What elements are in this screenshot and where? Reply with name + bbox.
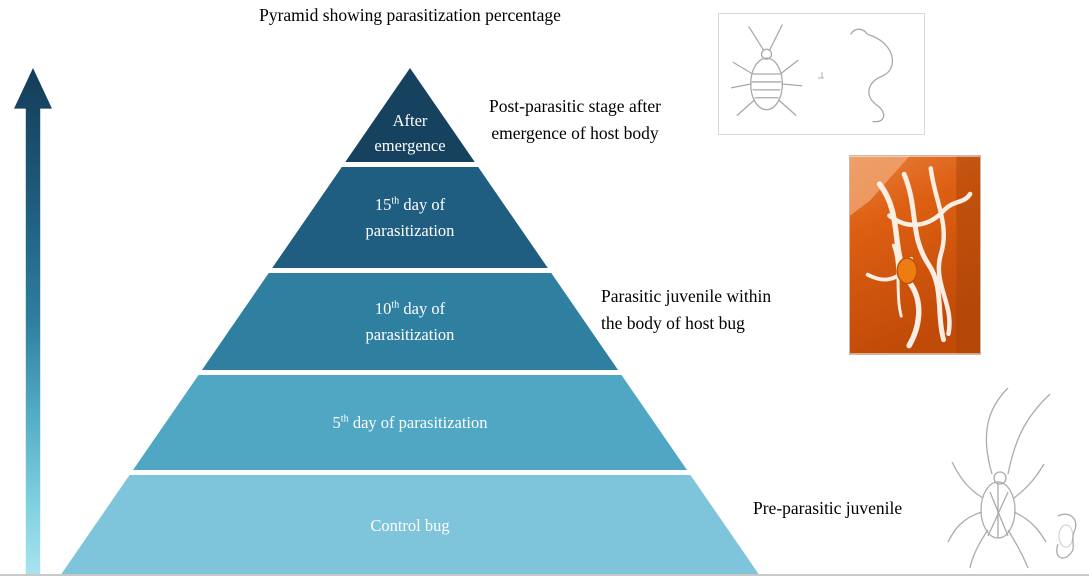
tier-label-line: emergence	[374, 136, 446, 156]
page-title: Pyramid showing parasitization percentag…	[259, 5, 561, 25]
annotation-pre-parasitic: Pre-parasitic juvenile	[753, 495, 973, 522]
tier-label-line: 5th day of parasitization	[332, 412, 488, 432]
annotation-line: Post-parasitic stage after	[488, 96, 662, 116]
tier-day-10: 10th day of parasitization	[201, 273, 619, 370]
tier-label-line: 15th day of	[374, 194, 446, 214]
tier-control-bug: Control bug	[60, 475, 760, 576]
annotation-line: emergence of host body	[491, 123, 659, 144]
ordinal-superscript: th	[340, 413, 349, 425]
tier-day-15: 15th day of parasitization	[272, 167, 548, 268]
tier-label: 15th day of parasitization	[366, 192, 455, 243]
emerged-parasite-sketch-image	[718, 13, 925, 135]
tier-label-line: parasitization	[365, 220, 455, 240]
tier-label-line: parasitization	[365, 324, 455, 344]
tier-label: After emergence	[374, 108, 445, 159]
tier-label: Control bug	[370, 513, 449, 539]
host-bug-sketch-image	[930, 378, 1087, 572]
gradient-up-arrow	[14, 68, 52, 576]
ordinal-superscript: th	[391, 299, 400, 311]
tier-label-line: Control bug	[370, 515, 450, 535]
tier-label: 10th day of parasitization	[366, 296, 455, 347]
parasitization-pyramid: After emergence 15th day of parasitizati…	[60, 68, 760, 576]
annotation-line: the body of host bug	[601, 313, 745, 334]
annotation-line: Parasitic juvenile within	[601, 286, 772, 306]
bottom-rule	[0, 574, 1089, 576]
tier-label-line: 10th day of	[374, 298, 446, 318]
annotation-post-parasitic: Post-parasitic stage after emergence of …	[455, 93, 695, 147]
ordinal-superscript: th	[391, 195, 400, 207]
tier-day-5: 5th day of parasitization	[133, 375, 687, 470]
annotation-parasitic-juvenile: Parasitic juvenile within the body of ho…	[601, 283, 841, 337]
parasitic-juveniles-photo	[849, 155, 981, 355]
tier-label-line: After	[392, 110, 428, 130]
tier-label: 5th day of parasitization	[332, 410, 487, 436]
annotation-line: Pre-parasitic juvenile	[753, 498, 903, 518]
